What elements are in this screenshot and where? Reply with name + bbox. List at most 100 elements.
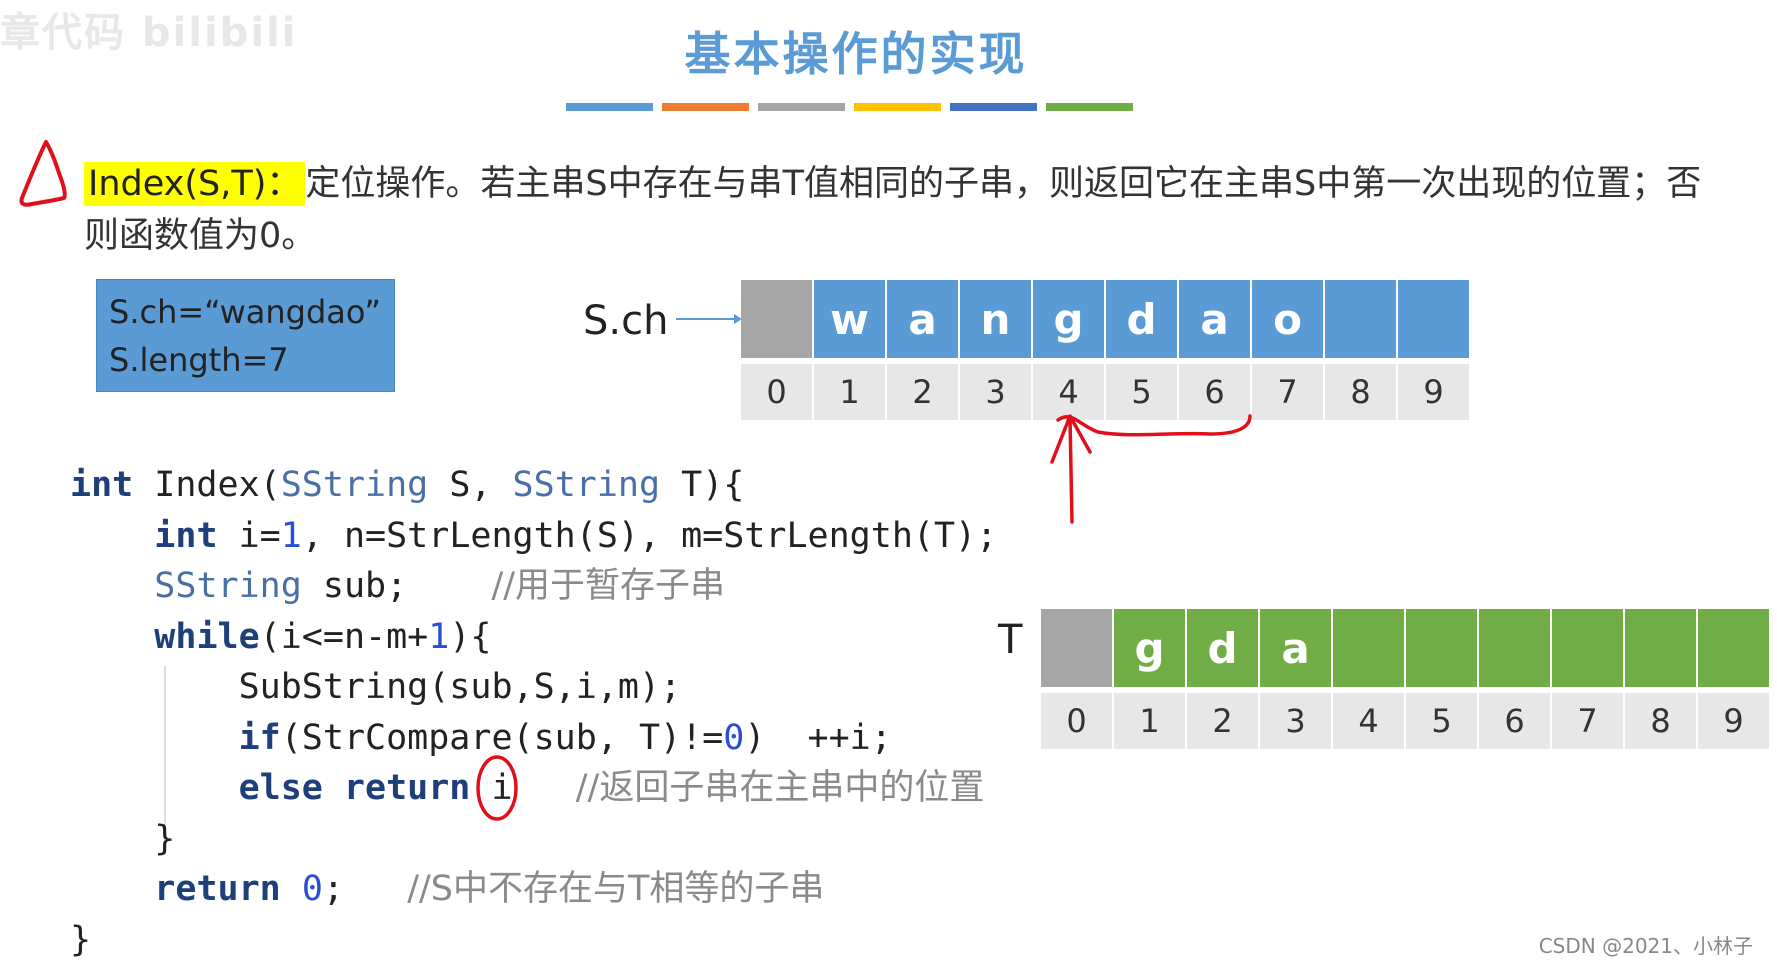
code-token: } [70,919,92,960]
code-token: 1 [428,616,450,657]
t-array-index: 2 [1187,693,1258,749]
indent-guide [164,666,166,841]
s-array-index: 0 [741,364,812,420]
code-line-1: int Index(SString S, SString T){ [70,465,744,505]
s-array-cell: w [814,280,885,358]
code-token: 0 [301,869,323,909]
code-comment: //S中不存在与T相等的子串 [407,869,825,909]
code-line-3: SString sub; //用于暂存子串 [70,566,725,606]
code-token: if [238,717,281,758]
s-array-cell: g [1033,280,1104,358]
s-array-cell: a [887,280,958,358]
code-token: ; [322,869,408,909]
t-array-index: 9 [1698,693,1769,749]
title-bar-segment [662,103,749,111]
s-array-label: S.ch [583,298,669,344]
code-line-10: } [70,920,91,960]
code-token: return [154,869,281,909]
handwritten-arrow-shaft [1068,416,1074,524]
t-array-index: 3 [1260,693,1331,749]
string-info-box: S.ch=“wangdao” S.length=7 [96,279,395,392]
right-arrow-icon [676,314,742,324]
footer-credit: CSDN @2021、小林子 [1538,934,1753,958]
code-token: Index( [133,465,281,505]
code-token: 0 [723,717,745,758]
t-array-cell [1479,609,1550,687]
definition-text: Index(S,T)：定位操作。若主串S中存在与串T值相同的子串，则返回它在主串… [84,158,1724,262]
code-block: int Index(SString S, SString T){ int i=1… [70,460,997,965]
code-token: } [154,818,176,859]
s-array-index: 5 [1106,364,1177,420]
code-line-5: SubString(sub,S,i,m); [70,667,682,707]
t-array-index: 0 [1041,693,1112,749]
t-array-cell [1041,609,1112,687]
s-array-cell: d [1106,280,1177,358]
code-token: int [154,515,218,556]
s-array-cell [1398,280,1469,358]
code-comment: //用于暂存子串 [491,566,726,606]
title-color-bars [566,103,1133,111]
s-array-index: 3 [960,364,1031,420]
string-info-length: S.length=7 [109,341,289,379]
s-array-index: 9 [1398,364,1469,420]
t-array-cell [1406,609,1477,687]
code-token: SString [154,566,302,606]
s-array-cell [741,280,812,358]
code-token: T){ [660,465,745,505]
code-token: , n=StrLength(S), m=StrLength(T); [301,515,998,556]
definition-body: 定位操作。若主串S中存在与串T值相同的子串，则返回它在主串S中第一次出现的位置；… [84,164,1702,256]
t-array-index: 8 [1625,693,1696,749]
t-array-cell [1552,609,1623,687]
t-array-label: T [998,617,1023,663]
handwritten-arrow-head [1050,414,1092,464]
s-array-index: 8 [1325,364,1396,420]
code-line-9: return 0; //S中不存在与T相等的子串 [70,869,824,909]
s-array-index: 2 [887,364,958,420]
title-bar-segment [758,103,845,111]
t-array-cell: a [1260,609,1331,687]
title-bar-segment [1046,103,1133,111]
code-token: SString [512,465,661,505]
t-array-cell [1625,609,1696,687]
s-array-cell [1325,280,1396,358]
code-token: (i<=n-m+ [259,616,429,657]
definition-term: Index(S,T)： [84,162,306,206]
code-token: i [470,768,576,808]
t-array-index: 1 [1114,693,1185,749]
title-bar-segment [854,103,941,111]
code-token: SubString(sub,S,i,m); [238,667,682,707]
code-token: ) ++i; [744,717,892,758]
t-array-index: 4 [1333,693,1404,749]
t-array-cell: d [1187,609,1258,687]
t-array-cell [1333,609,1404,687]
title-bar-segment [566,103,653,111]
code-line-7: else return i //返回子串在主串中的位置 [70,768,985,808]
title-bar-segment [950,103,1037,111]
code-token: S, [428,465,513,505]
code-line-8: } [70,819,175,859]
code-line-2: int i=1, n=StrLength(S), m=StrLength(T); [70,516,997,556]
s-array-index: 1 [814,364,885,420]
code-token: while [154,616,260,657]
code-token: (StrCompare(sub, T)!= [280,717,724,758]
code-token: 1 [280,515,302,556]
t-array-cell [1698,609,1769,687]
handwritten-triangle-mark [19,140,67,207]
t-array-index: 7 [1552,693,1623,749]
s-array-cell: o [1252,280,1323,358]
code-line-4: while(i<=n-m+1){ [70,617,491,657]
s-array-index: 4 [1033,364,1104,420]
string-info-ch: S.ch=“wangdao” [109,293,381,331]
t-array-index: 5 [1406,693,1477,749]
code-token: sub; [301,566,492,606]
code-token: int [70,465,134,505]
code-token: SString [280,465,429,505]
watermark-logo: 章代码 bilibili [0,10,298,56]
code-comment: //返回子串在主串中的位置 [575,768,985,808]
code-token: i= [217,515,281,556]
s-array-index: 6 [1179,364,1250,420]
s-array-cell: a [1179,280,1250,358]
